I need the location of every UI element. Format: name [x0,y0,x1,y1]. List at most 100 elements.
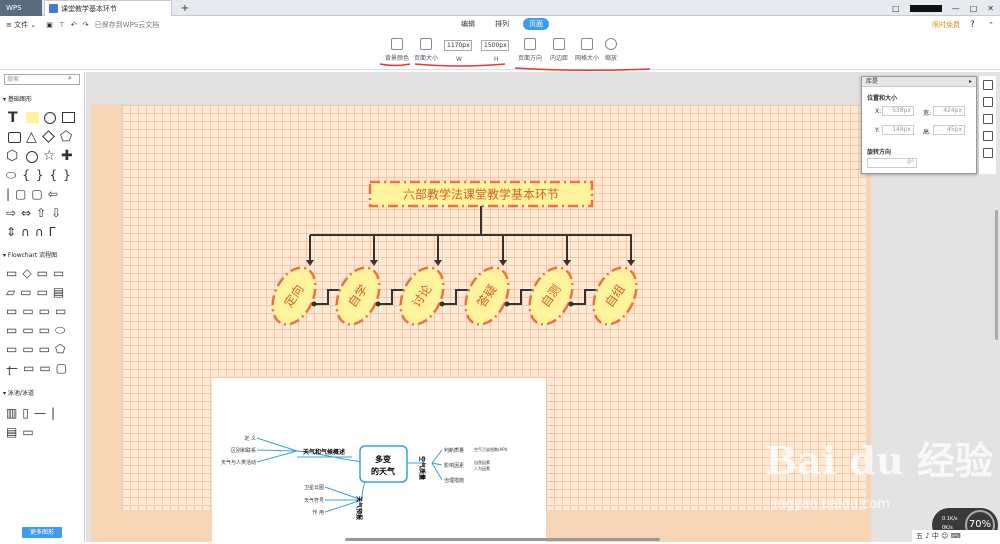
mind-b3-sub: 自然因素 [474,459,490,465]
height-input[interactable]: 1500px [481,40,509,51]
octagon-shape-icon[interactable] [26,151,38,163]
text-tool-icon[interactable]: T [8,110,18,126]
undo-icon[interactable]: ↶ [70,21,77,29]
mind-b2-item: 天气符号 [304,497,324,504]
save-icon[interactable]: ▣ [46,21,53,29]
tab-wps[interactable]: WPS [0,0,42,16]
tab-document[interactable]: 课堂教学基本环节 [44,0,172,16]
width-prop-input[interactable]: 424px [933,106,965,116]
format-icon[interactable] [982,97,993,107]
horizontal-scrollbar[interactable] [345,538,660,541]
window-controls: □ — □ ✕ [892,0,1000,16]
grid-icon [581,38,593,50]
close-icon[interactable]: ✕ [987,3,994,13]
tab-page[interactable]: 页面 [523,18,549,30]
diamond-shape-icon[interactable] [42,130,55,143]
page-size-button[interactable]: 页面大小 [414,38,438,62]
y-input[interactable]: 149px [882,125,914,135]
mind-b1-item: 天气与人类活动 [221,459,256,466]
mind-branch3: 空气质量 [418,456,426,480]
pentagon-shape-icon[interactable]: ⬠ [60,129,73,145]
x-input[interactable]: 538px [882,106,914,116]
margin-button[interactable]: 内边距 [550,38,568,62]
layers-icon[interactable] [982,114,993,124]
background-color-button[interactable]: 背景颜色 [385,38,409,62]
hexagon-shape-icon[interactable]: ⬡ [6,148,19,164]
download-speed: 0K/s [942,525,953,531]
baidu-watermark-logo: Bai du 经验 [765,438,993,483]
rotation-title: 旋转方向 [867,149,892,156]
maximize-icon[interactable]: □ [969,3,978,13]
flowchart-label: Flowchart 流程图 [7,252,58,259]
ime-toolbar[interactable]: 五 ♪ 中 ☺ ⌨ [912,530,1000,542]
user-avatar[interactable] [909,4,942,12]
orientation-button[interactable]: 页面方向 [518,38,542,62]
file-menu-label: 文件 [14,21,29,29]
uturn-shapes-icon[interactable]: ⇕∩∩Γ [6,225,61,239]
position-size-title: 位置和大小 [867,95,898,102]
navigator-icon[interactable] [982,80,993,90]
file-menu[interactable]: ≡ 文件 ⌄ [6,21,37,29]
tab-edit[interactable]: 编辑 [461,20,475,28]
width-input[interactable]: 1170px [444,40,472,51]
brace-shapes-icon[interactable]: ⬭{}{} [6,168,77,182]
rectangle-shape-icon[interactable] [62,112,75,123]
app-name: WPS [6,4,22,12]
arrow-shapes-icon[interactable]: ⇨⇔⇧⇩ [6,206,67,220]
ribbon: 背景颜色 页面大小 1170px W 1500px H 页面方向 内边距 网格大… [0,34,1000,70]
panel-title: 库是 [866,78,879,85]
mind-branch1: 天气和气候概述 [303,448,345,456]
cross-shape-icon[interactable]: ✚ [61,148,73,164]
width-prop-label: 宽: [923,110,932,117]
tab-arrange[interactable]: 排列 [495,20,509,28]
page-icon[interactable] [982,148,993,158]
search-icon[interactable]: ⌕ [68,74,72,82]
mind-center-line2: 的天气 [371,466,395,476]
search-input[interactable]: 搜索 [4,74,80,85]
rounded-rect-icon[interactable] [8,132,21,143]
panel-collapse-icon[interactable]: ▸ [968,78,972,85]
mind-b2-item: 作 用 [312,509,324,516]
mindmap-svg: 多变 的天气 天气和气候概述 天气预报 空气质量 定 义 区别和联系 天气与人类… [221,435,508,520]
mind-b3-item: 判断质量 [444,447,464,454]
rotation-input[interactable]: 0° [867,158,917,168]
window-icon[interactable]: □ [892,3,900,13]
vertical-scrollbar[interactable] [995,210,998,340]
help-icon[interactable]: ? [970,20,975,30]
width-label: W [456,56,462,63]
flowchart-shapes-grid[interactable]: ▭◇▭▭▱▭▭▤▭▭▭▭▭▭▭⬭▭▭▭⬠—▭▭▢ [6,266,73,375]
height-prop-input[interactable]: 45px [933,125,965,135]
x-label: X: [875,108,882,115]
cylinder-shapes-icon[interactable]: |▢▢⇦ [6,187,63,201]
flowchart-header[interactable]: ▾ Flowchart 流程图 [3,252,58,259]
grid-size-button[interactable]: 网格大小 [575,38,599,62]
basic-label: 基础图形 [7,96,32,103]
history-icon[interactable] [982,131,993,141]
orientation-label: 页面方向 [518,55,543,62]
redo-icon[interactable]: ↷ [82,21,89,29]
zoom-button[interactable]: 缩放 [605,38,617,62]
swimlane-header[interactable]: ▾ 泳池/泳道 [3,390,34,397]
basic-shapes-header[interactable]: ▾ 基础图形 [3,96,32,103]
more-shapes-button[interactable]: 更多图形 [22,527,62,538]
shape-library: 搜索 ⌕ ▾ 基础图形 T △ ⬠ ⬡ ☆ ✚ ⬭{}{} |▢▢⇦ ⇨⇔⇧⇩ … [0,72,85,542]
bracket-shape-icon[interactable]: [ [8,366,12,377]
margin-label: 内边距 [550,55,569,62]
swimlane-shapes-grid[interactable]: ▥▯—|▤▭ [6,406,60,439]
minimize-icon[interactable]: — [951,3,960,13]
expand-icon[interactable]: ⌃ [988,21,994,29]
format-painter-icon[interactable]: ⊤ [58,21,65,29]
new-tab-button[interactable]: + [180,2,190,14]
circle-shape-icon[interactable] [44,112,56,124]
mind-b2-item: 卫星云图 [304,485,324,491]
limited-free-link[interactable]: 限时免费 [932,21,960,29]
orientation-icon [524,38,536,50]
mind-center-line1: 多变 [375,454,391,464]
note-shape-icon[interactable] [26,112,39,123]
triangle-shape-icon[interactable]: △ [26,129,37,145]
ribbon-tabs: 编辑 排列 页面 [455,18,549,30]
star-shape-icon[interactable]: ☆ [43,148,56,164]
document-icon [49,4,58,13]
paint-bucket-icon [391,38,403,50]
margin-icon [553,38,565,50]
